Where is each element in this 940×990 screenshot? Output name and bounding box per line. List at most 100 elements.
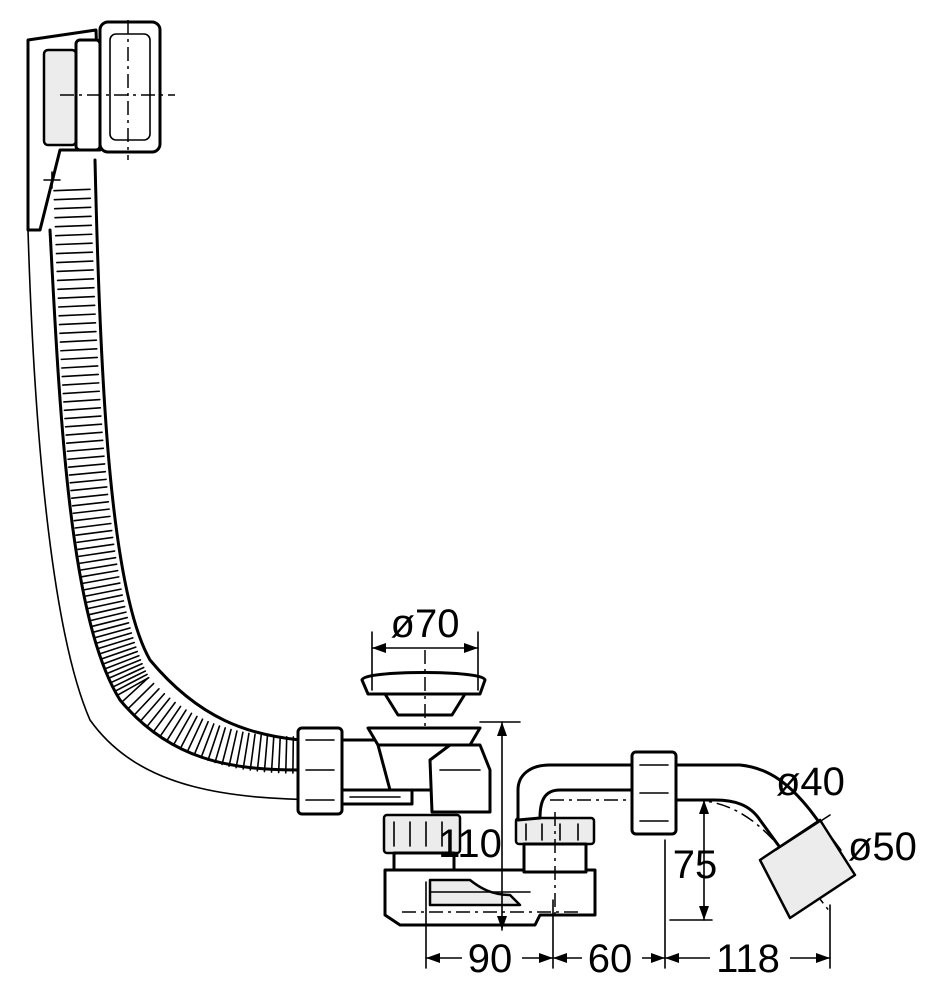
- hose-rib: [65, 439, 104, 444]
- hose-rib: [228, 730, 238, 767]
- hose-rib: [186, 718, 204, 753]
- hose-rib: [249, 733, 256, 771]
- hose-rib: [263, 734, 269, 773]
- dist-a-label: 90: [468, 937, 513, 981]
- hose-rib: [133, 688, 160, 716]
- hose-rib: [56, 260, 94, 264]
- hose-rib: [59, 339, 98, 343]
- hose-rib: [88, 605, 126, 616]
- hose-rib: [55, 251, 94, 255]
- hose-rib: [100, 646, 137, 660]
- hose-rib: [72, 508, 110, 515]
- hose-rib: [74, 522, 112, 529]
- hose-rib: [116, 676, 150, 697]
- hose-rib: [120, 677, 150, 703]
- hose-rib: [78, 550, 116, 558]
- hose-rib: [64, 423, 103, 428]
- hose-rib: [54, 224, 93, 228]
- hose-rib: [207, 725, 221, 761]
- hose-rib: [110, 666, 145, 684]
- dist-c-label: 118: [716, 937, 780, 981]
- hose-rib: [65, 431, 103, 436]
- hose-rib: [56, 278, 95, 282]
- hose-rib: [127, 682, 155, 710]
- hose-rib: [60, 356, 99, 361]
- hose-rib: [71, 501, 110, 507]
- hose-rib: [60, 365, 99, 369]
- height-total-label: 110: [438, 822, 502, 866]
- trap-body: [383, 868, 597, 927]
- hose-rib: [256, 734, 263, 772]
- hose-rib: [62, 390, 101, 395]
- hose-rib: [75, 529, 113, 537]
- hose-rib: [54, 215, 92, 219]
- dimension-diameter-top: ø70: [371, 602, 479, 691]
- hose-rib: [67, 463, 106, 468]
- hose-rib: [55, 242, 93, 246]
- dist-b-label: 60: [588, 937, 633, 981]
- overflow-head: [26, 20, 175, 232]
- dimension-height-outlet: 75: [669, 799, 718, 921]
- diameter-top-label: ø70: [391, 602, 460, 646]
- hose-rib: [146, 697, 171, 728]
- hose-rib: [56, 269, 94, 273]
- hose-rib: [83, 582, 121, 591]
- hose-rib: [102, 650, 139, 665]
- hose-rib: [172, 712, 193, 746]
- flexible-hose: [27, 158, 341, 801]
- hose-rib: [60, 348, 98, 352]
- hose-rib: [57, 304, 96, 308]
- hose-rib: [61, 373, 100, 378]
- hose-rib: [66, 447, 105, 453]
- hose-rib: [58, 313, 96, 317]
- hose-rib: [214, 727, 227, 764]
- hose-rib: [106, 659, 142, 675]
- hose-rib: [97, 637, 134, 650]
- hose-rib: [277, 735, 282, 774]
- hose-rib: [64, 415, 102, 420]
- hose-rib: [84, 588, 122, 597]
- hose-rib: [166, 709, 187, 742]
- hose-rib: [53, 197, 92, 201]
- hose-rib: [87, 600, 125, 610]
- hose-rib: [76, 536, 114, 544]
- hose-rib: [82, 576, 120, 585]
- hose-rib: [193, 720, 209, 756]
- hose-rib: [77, 543, 115, 551]
- hose-rib: [53, 188, 91, 192]
- hose-rib: [57, 295, 96, 299]
- hose-rib: [95, 632, 133, 644]
- hose-rib: [284, 736, 288, 774]
- hose-rib: [58, 322, 97, 326]
- hose-rib: [104, 654, 140, 670]
- valve-body: [366, 726, 492, 880]
- hose-rib: [270, 735, 275, 773]
- hose-rib: [54, 233, 93, 237]
- hose-rib: [99, 641, 136, 655]
- hose-rib: [114, 673, 148, 692]
- hose-rib: [59, 330, 97, 335]
- hose-rib: [67, 455, 105, 461]
- hose-rib: [86, 594, 123, 604]
- hose-rib: [139, 692, 166, 722]
- outlet-union: [630, 750, 857, 920]
- hose-rib: [242, 732, 250, 770]
- hose-rib: [57, 286, 95, 291]
- diameter-outlet-large-label: ø50: [848, 825, 917, 869]
- dimension-outlet-diameters: ø40 ø50: [776, 760, 917, 869]
- hose-rib: [200, 723, 215, 759]
- hose-rib: [221, 728, 232, 766]
- hose-rib: [70, 493, 109, 500]
- hose-rib: [70, 486, 108, 492]
- hose-rib: [90, 611, 127, 622]
- hose-rib: [91, 616, 129, 628]
- hose-rib: [152, 701, 176, 733]
- hose-rib: [179, 715, 198, 750]
- diameter-outlet-small-label: ø40: [776, 760, 845, 804]
- hose-rib: [79, 556, 117, 565]
- hose-rib: [53, 206, 92, 210]
- hose-rib: [235, 731, 244, 769]
- height-outlet-label: 75: [673, 843, 718, 887]
- hose-rib: [108, 662, 143, 679]
